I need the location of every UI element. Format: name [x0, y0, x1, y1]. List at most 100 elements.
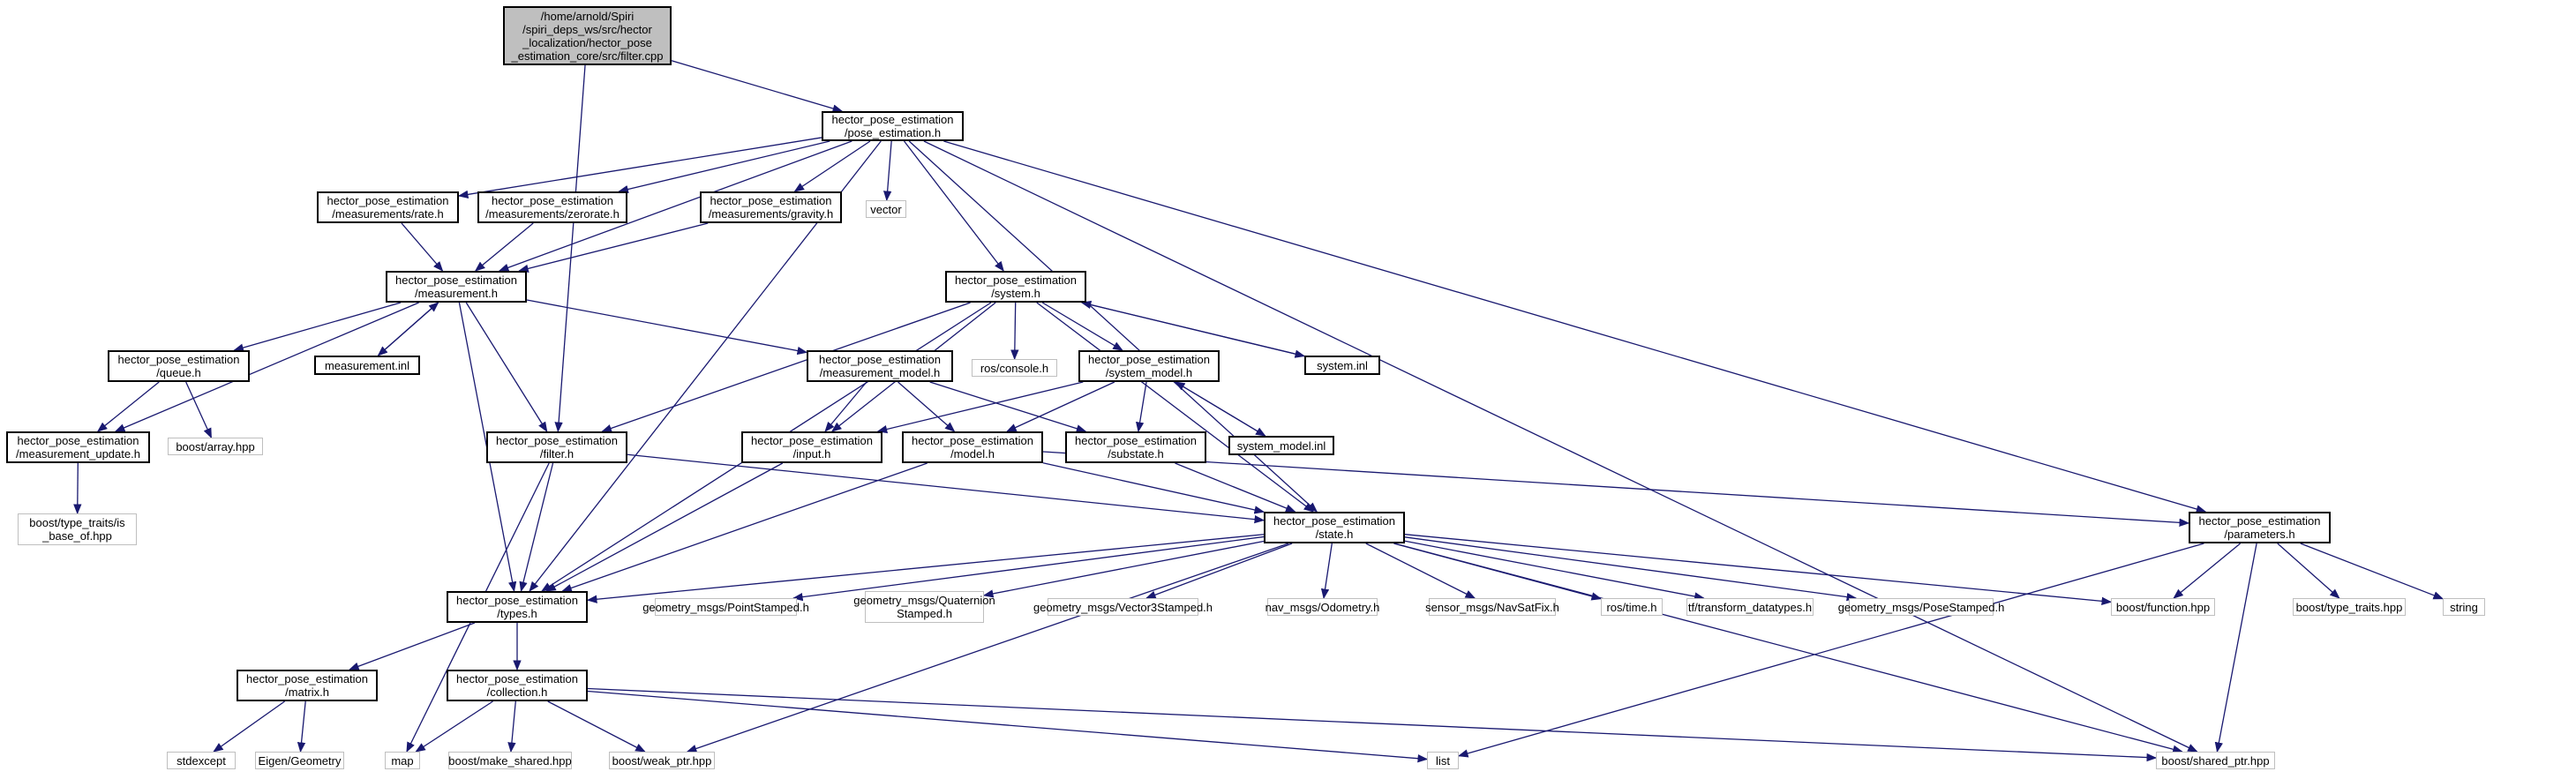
edge-n18-n17 [1174, 381, 1266, 437]
edge-n23-n45 [1393, 543, 2183, 753]
edge-n21-n23 [1042, 462, 1265, 514]
edge-n7-n16 [526, 299, 808, 356]
edge-n23-n33 [1404, 536, 1858, 602]
edge-n2-n7 [498, 140, 852, 272]
node-measurement-model-h[interactable]: hector_pose_estimation /measurement_mode… [807, 350, 953, 382]
node-geometry-msgs-vector3-stamped-h: geometry_msgs/Vector3Stamped.h [1033, 598, 1213, 616]
edge-n16-n20 [824, 381, 867, 432]
node-measurement-update-h[interactable]: hector_pose_estimation /measurement_upda… [6, 431, 150, 463]
edge-n2-n13 [904, 140, 1004, 272]
edge-n5-n7 [518, 222, 709, 273]
node-measurements-gravity-h[interactable]: hector_pose_estimation /measurements/gra… [700, 191, 842, 223]
node-boost-array-hpp: boost/array.hpp [168, 438, 263, 455]
edge-n37-n40 [297, 700, 306, 753]
node-list: list [1427, 752, 1459, 769]
edge-n17-n20 [876, 381, 1084, 434]
node-map: map [385, 752, 420, 769]
node-boost-type-traits-is-base-of-hpp: boost/type_traits/is _base_of.hpp [18, 513, 137, 545]
edge-n7-n9 [233, 302, 402, 352]
edge-n24-n36 [2300, 543, 2445, 600]
edge-n38-n45 [587, 687, 2158, 762]
edge-n23-n30 [1365, 543, 1476, 599]
node-string: string [2443, 598, 2485, 616]
edge-n23-n25 [586, 534, 1265, 603]
node-measurements-zerorate-h[interactable]: hector_pose_estimation /measurements/zer… [477, 191, 627, 223]
edge-n23-n32 [1404, 540, 1705, 601]
edge-n2-n3 [457, 137, 822, 199]
edge-n23-n28 [1145, 543, 1293, 599]
edge-n37-n39 [213, 700, 285, 753]
node-geometry-msgs-quaternion-stamped-h: geometry_msgs/Quaternion Stamped.h [853, 591, 995, 623]
node-boost-shared-ptr-hpp: boost/shared_ptr.hpp [2156, 752, 2275, 769]
node-geometry-msgs-point-stamped-h: geometry_msgs/PointStamped.h [642, 598, 809, 616]
edge-n15-n13 [1080, 300, 1305, 357]
node-system-model-h[interactable]: hector_pose_estimation /system_model.h [1078, 350, 1220, 382]
node-boost-type-traits-hpp: boost/type_traits.hpp [2293, 598, 2406, 616]
edge-n23-n29 [1320, 543, 1333, 600]
edge-n38-n44 [587, 690, 1429, 763]
node-geometry-msgs-pose-stamped-h: geometry_msgs/PoseStamped.h [1838, 598, 2004, 616]
node-system-model-inl[interactable]: system_model.inl [1228, 436, 1334, 455]
edge-n23-n34 [1404, 534, 2113, 605]
node-system-inl[interactable]: system.inl [1304, 356, 1380, 375]
node-tf-transform-datatypes-h: tf/transform_datatypes.h [1686, 598, 1814, 616]
edge-n2-n6 [882, 140, 892, 202]
node-state-h[interactable]: hector_pose_estimation /state.h [1264, 512, 1405, 543]
node-queue-h[interactable]: hector_pose_estimation /queue.h [108, 350, 250, 382]
edge-n1-n19 [554, 64, 586, 433]
edge-n21-n24 [1042, 451, 2190, 527]
edge-n13-n17 [1041, 302, 1123, 351]
edge-n38-n42 [507, 700, 516, 753]
edge-n25-n37 [349, 622, 476, 670]
node-ros-time-h: ros/time.h [1601, 598, 1663, 616]
node-types-h[interactable]: hector_pose_estimation /types.h [447, 591, 588, 623]
edge-n23-n26 [792, 536, 1265, 602]
node-measurement-inl[interactable]: measurement.inl [314, 356, 420, 375]
edge-n16-n21 [897, 381, 956, 432]
edge-n2-n4 [618, 140, 830, 194]
edge-n7-n19 [465, 302, 548, 432]
edge-n1-n2 [671, 60, 844, 113]
node-parameters-h[interactable]: hector_pose_estimation /parameters.h [2189, 512, 2331, 543]
edge-n19-n23 [627, 453, 1265, 524]
node-system-h[interactable]: hector_pose_estimation /system.h [945, 271, 1086, 303]
node-model-h[interactable]: hector_pose_estimation /model.h [902, 431, 1043, 463]
edge-n4-n7 [474, 222, 534, 272]
edge-n2-n24 [943, 140, 2207, 513]
node-eigen-geometry: Eigen/Geometry [255, 752, 344, 769]
node-matrix-h[interactable]: hector_pose_estimation /matrix.h [237, 670, 378, 701]
edge-n16-n22 [929, 381, 1087, 433]
edge-n23-n43 [686, 543, 1289, 753]
edge-n8-n7 [378, 302, 439, 356]
edge-n9-n10 [96, 381, 160, 432]
edge-n17-n21 [1006, 381, 1115, 432]
edge-n38-n43 [547, 700, 646, 753]
node-collection-h[interactable]: hector_pose_estimation /collection.h [447, 670, 588, 701]
node-boost-function-hpp: boost/function.hpp [2111, 598, 2215, 616]
edge-n38-n41 [415, 700, 493, 753]
edge-n13-n23 [1036, 302, 1315, 513]
edge-n2-n5 [793, 140, 871, 192]
edge-n10-n12 [73, 462, 82, 515]
edge-n2-n45 [923, 140, 2198, 753]
node-filter-h[interactable]: hector_pose_estimation /filter.h [486, 431, 627, 463]
edge-n13-n14 [1010, 302, 1019, 361]
node-filter-cpp: /home/arnold/Spiri /spiri_deps_ws/src/he… [503, 6, 672, 65]
node-sensor-msgs-navsatfix-h: sensor_msgs/NavSatFix.h [1425, 598, 1559, 616]
edge-n24-n45 [2214, 543, 2257, 753]
node-pose-estimation-h[interactable]: hector_pose_estimation /pose_estimation.… [822, 111, 964, 141]
node-measurement-h[interactable]: hector_pose_estimation /measurement.h [386, 271, 527, 303]
edge-n13-n19 [601, 302, 971, 432]
node-stdexcept: stdexcept [167, 752, 236, 769]
edge-n3-n7 [401, 222, 444, 272]
edge-n24-n34 [2173, 543, 2242, 599]
edge-n17-n22 [1136, 381, 1147, 433]
node-boost-make-shared-hpp: boost/make_shared.hpp [448, 752, 572, 769]
node-measurements-rate-h[interactable]: hector_pose_estimation /measurements/rat… [317, 191, 459, 223]
node-substate-h[interactable]: hector_pose_estimation /substate.h [1065, 431, 1206, 463]
edge-n20-n25 [545, 462, 784, 592]
edge-n24-n44 [1457, 543, 2204, 758]
node-input-h[interactable]: hector_pose_estimation /input.h [741, 431, 882, 463]
